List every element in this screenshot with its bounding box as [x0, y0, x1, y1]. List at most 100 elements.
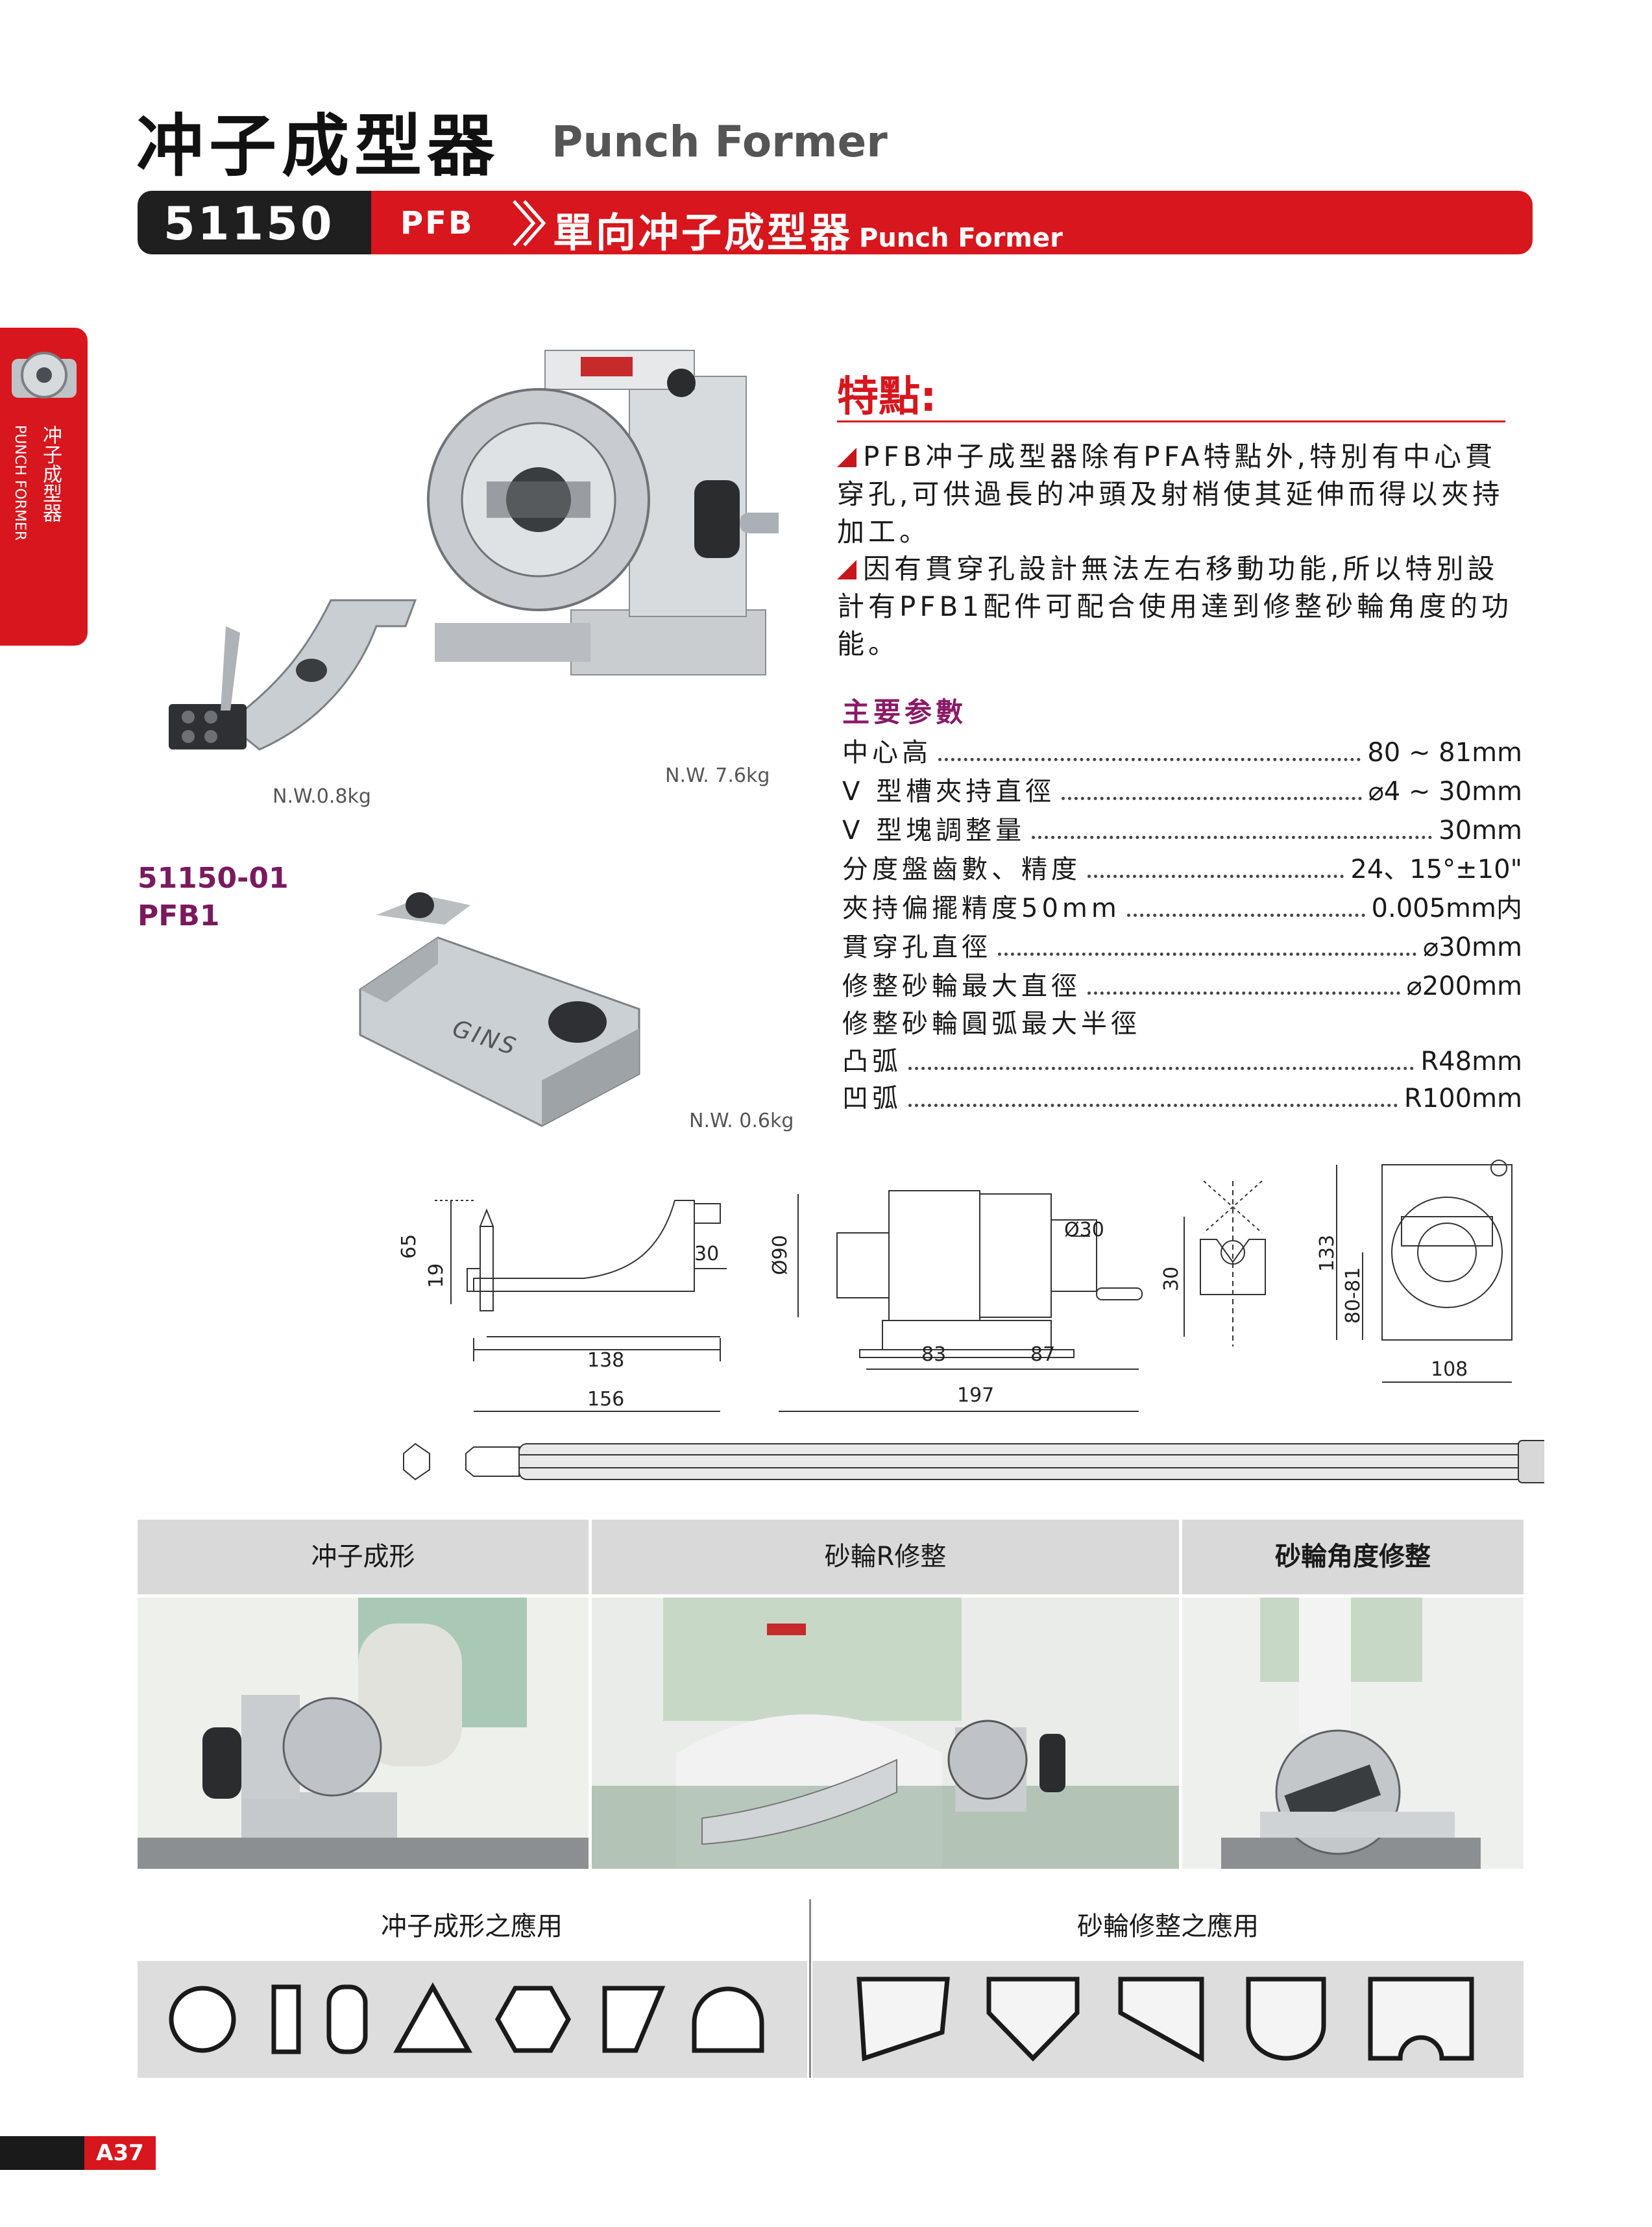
- param-row: 凸弧 R48mm: [842, 1040, 1522, 1078]
- dim-108: 108: [1431, 1358, 1468, 1381]
- wheel-profile-convex-icon: [1246, 1977, 1326, 2061]
- rectangle-shape-icon: [271, 1984, 301, 2054]
- page-footer-bar: [0, 2136, 84, 2170]
- chevron-right-icon: [513, 200, 546, 247]
- d-shape-icon: [692, 1986, 764, 2053]
- table-header-angle-dressing: 砂輪角度修整: [1182, 1520, 1524, 1594]
- dim-83: 83: [921, 1343, 946, 1366]
- param-value: ⌀4 ~ 30mm: [1368, 777, 1522, 807]
- param-key: 凸弧: [842, 1047, 902, 1077]
- dim-156: 156: [587, 1388, 624, 1411]
- param-row: 中心高 80 ~ 81mm: [842, 731, 1522, 769]
- front-view-drawing: [1336, 1160, 1512, 1383]
- feature-text-2: 因有貫穿孔設計無法左右移動功能,所以特別設計有PFB1配件可配合使用達到修整砂輪…: [837, 553, 1513, 660]
- param-key: 夾持偏擺精度50mm: [842, 894, 1121, 923]
- param-value: 0.005mm内: [1371, 894, 1522, 923]
- table-header-punch-forming: 冲子成形: [138, 1520, 589, 1594]
- wheel-profile-concave-icon: [1368, 1977, 1474, 2061]
- model-name-en: Punch Former: [859, 223, 1063, 253]
- bullet-triangle-icon: [837, 560, 856, 579]
- model-bar-black: [138, 191, 371, 254]
- model-code: PFB: [400, 205, 474, 241]
- param-key: V 型塊調整量: [842, 816, 1026, 846]
- features-heading: 特點:: [837, 373, 937, 421]
- angle-dressing-photo: [1182, 1598, 1524, 1869]
- hexagon-shape-icon: [494, 1986, 572, 2053]
- dim-30c: 30: [1160, 1267, 1183, 1291]
- param-leader: [1087, 992, 1400, 995]
- wheel-profile-v-icon: [986, 1977, 1080, 2062]
- table-header-r-dressing: 砂輪R修整: [592, 1520, 1179, 1594]
- param-leader: [908, 1067, 1415, 1070]
- extension-rod-drawing: [403, 1440, 1544, 1483]
- param-key: 貫穿孔直徑: [842, 932, 991, 962]
- dim-65: 65: [398, 1234, 420, 1259]
- arm-drawing: [435, 1200, 727, 1412]
- dim-19: 19: [425, 1263, 448, 1288]
- param-value: R48mm: [1420, 1047, 1522, 1077]
- product-thumbnail-icon: [12, 352, 77, 398]
- param-value: R100mm: [1403, 1084, 1522, 1114]
- param-row: 凹弧 R100mm: [842, 1077, 1522, 1115]
- param-value: 24、15°±10": [1350, 855, 1522, 884]
- page-title-en: Punch Former: [552, 117, 888, 167]
- technical-drawings: 65 19 30 138 156 Ø90 Ø30 83 87 197 30: [398, 1160, 1544, 1483]
- page-number: A37: [84, 2136, 156, 2170]
- param-leader: [1126, 914, 1365, 917]
- weight-main: N.W. 7.6kg: [665, 764, 770, 787]
- dim-30a: 30: [694, 1243, 719, 1265]
- section-side-tab: 冲子成型器 PUNCH FORMER: [0, 328, 88, 646]
- dim-138: 138: [587, 1349, 624, 1372]
- accessory-label: 51150-01 PFB1: [138, 860, 289, 935]
- param-row: V 型塊調整量 30mm: [842, 809, 1522, 847]
- param-value: ⌀200mm: [1406, 971, 1522, 1001]
- param-row: 修整砂輪最大直徑 ⌀200mm: [842, 965, 1522, 1003]
- table-divider: [809, 1899, 811, 2078]
- param-row: 貫穿孔直徑 ⌀30mm: [842, 926, 1522, 964]
- model-bar-red: [352, 191, 1533, 254]
- oblong-shape-icon: [326, 1984, 368, 2054]
- pfb1-accessory-photo: G I N S: [359, 892, 640, 1127]
- param-key: 凹弧: [842, 1084, 902, 1114]
- dim-30b: Ø30: [1064, 1219, 1104, 1241]
- param-key: 修整砂輪圓弧最大半徑: [842, 1009, 1141, 1039]
- triangle-shape-icon: [393, 1982, 472, 2053]
- punch-former-photo: [427, 350, 779, 675]
- weight-accessory: N.W. 0.6kg: [689, 1110, 794, 1132]
- param-value: ⌀30mm: [1423, 932, 1522, 962]
- accessory-model: PFB1: [138, 899, 220, 932]
- dim-133: 133: [1316, 1235, 1339, 1272]
- side-view-drawing: [779, 1190, 1143, 1412]
- bullet-triangle-icon: [837, 448, 856, 467]
- param-value: 30mm: [1439, 816, 1522, 846]
- feature-item-1: PFB冲子成型器除有PFA特點外,特別有中心貫穿孔,可供過長的冲頭及射梢使其延伸…: [837, 438, 1525, 551]
- feature-item-2: 因有貫穿孔設計無法左右移動功能,所以特別設計有PFB1配件可配合使用達到修整砂輪…: [837, 550, 1525, 663]
- r-dressing-photo: [592, 1598, 1179, 1869]
- param-key: 修整砂輪最大直徑: [842, 971, 1081, 1001]
- side-tab-label-en: PUNCH FORMER: [12, 425, 28, 541]
- application-table: 冲子成形 砂輪R修整 砂輪角度修整 冲子成形之應用 砂輪修整之應用: [138, 1520, 1524, 2104]
- weight-arm: N.W.0.8kg: [273, 785, 371, 808]
- trapezoid-shape-icon: [602, 1986, 666, 2053]
- param-key: 分度盤齒數、精度: [842, 855, 1081, 884]
- param-row: V 型槽夾持直徑 ⌀4 ~ 30mm: [842, 770, 1522, 808]
- profile-shapes: [169, 1977, 1474, 2062]
- param-key: V 型槽夾持直徑: [842, 777, 1056, 807]
- features-underline: [837, 420, 1505, 422]
- param-leader: [1062, 797, 1362, 800]
- side-tab-label: 冲子成型器: [39, 425, 62, 522]
- dim-87: 87: [1030, 1343, 1055, 1366]
- param-row: 夾持偏擺精度50mm 0.005mm内: [842, 887, 1522, 925]
- app-heading-punch: 冲子成形之應用: [381, 1912, 563, 1941]
- param-row: 修整砂輪圓弧最大半徑: [842, 1003, 1522, 1040]
- param-key: 中心高: [842, 738, 932, 768]
- param-leader: [1087, 875, 1344, 878]
- param-value: 80 ~ 81mm: [1367, 738, 1522, 768]
- app-heading-wheel: 砂輪修整之應用: [1077, 1912, 1259, 1941]
- dim-197: 197: [957, 1384, 994, 1407]
- param-leader: [938, 758, 1361, 761]
- param-leader: [998, 953, 1417, 956]
- wheel-profile-straight-icon: [856, 1977, 950, 2062]
- circle-shape-icon: [169, 1986, 236, 2053]
